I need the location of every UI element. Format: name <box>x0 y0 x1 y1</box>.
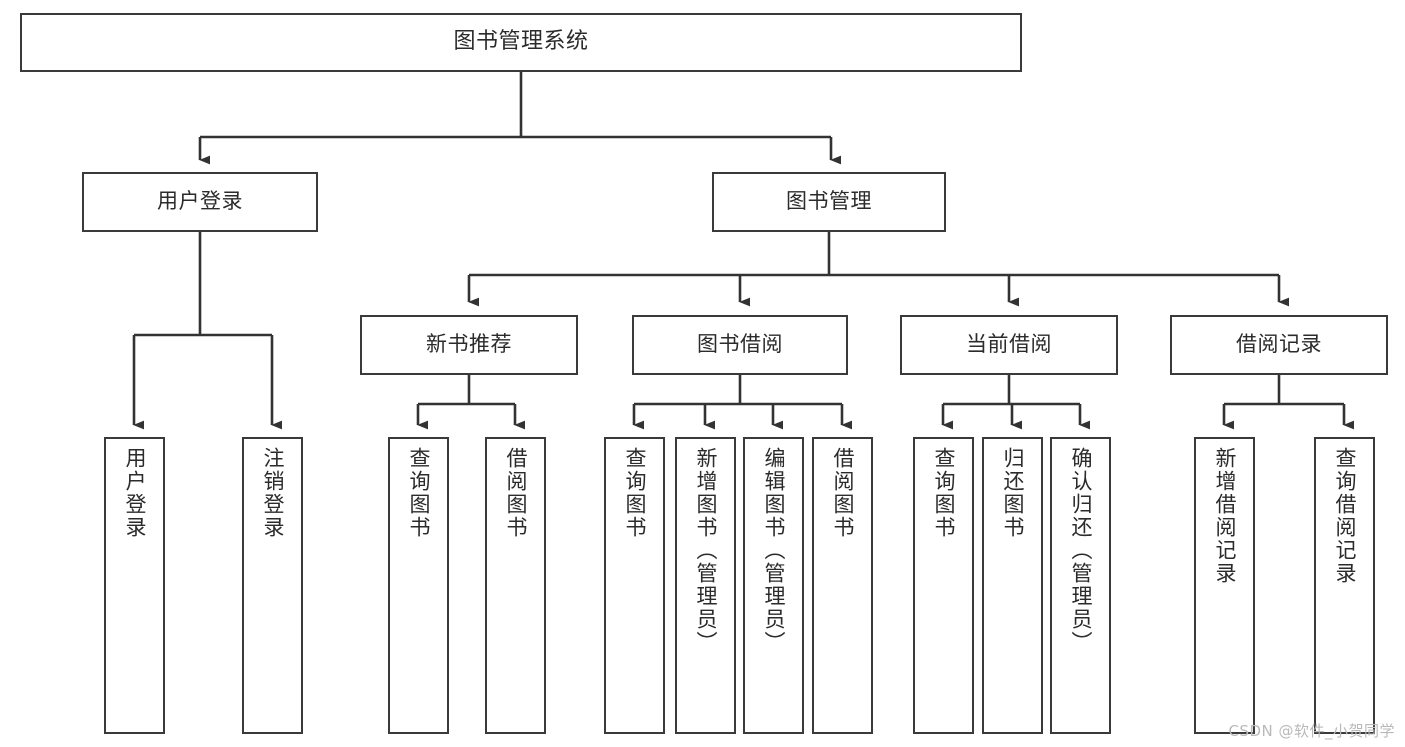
leaf-add-borrow-record[interactable]: 新增借阅记录 <box>1194 437 1255 734</box>
leaf-borrow-books-newbook[interactable]: 借阅图书 <box>485 437 546 734</box>
leaf-logout[interactable]: 注销登录 <box>242 437 303 734</box>
node-current-borrow-label: 当前借阅 <box>966 332 1052 357</box>
leaf-query-books-newbook-label: 查询图书 <box>407 447 431 539</box>
leaf-query-borrow-record[interactable]: 查询借阅记录 <box>1314 437 1375 734</box>
leaf-borrow-books-borrow[interactable]: 借阅图书 <box>812 437 873 734</box>
leaf-borrow-books-borrow-label: 借阅图书 <box>831 447 855 539</box>
node-book-borrow-label: 图书借阅 <box>697 332 783 357</box>
leaf-query-borrow-record-label: 查询借阅记录 <box>1333 447 1357 585</box>
node-current-borrow[interactable]: 当前借阅 <box>900 315 1118 375</box>
leaf-add-book-admin[interactable]: 新增图书（管理员） <box>675 437 736 734</box>
node-new-book-recommend-label: 新书推荐 <box>426 332 512 357</box>
leaf-confirm-return-admin[interactable]: 确认归还（管理员） <box>1050 437 1111 734</box>
node-book-borrow[interactable]: 图书借阅 <box>632 315 848 375</box>
leaf-edit-book-admin[interactable]: 编辑图书（管理员） <box>743 437 804 734</box>
leaf-confirm-return-admin-label: 确认归还（管理员） <box>1069 447 1093 654</box>
node-new-book-recommend[interactable]: 新书推荐 <box>360 315 578 375</box>
leaf-query-books-current[interactable]: 查询图书 <box>913 437 974 734</box>
node-borrow-records[interactable]: 借阅记录 <box>1170 315 1388 375</box>
leaf-query-books-newbook[interactable]: 查询图书 <box>388 437 449 734</box>
leaf-query-books-borrow[interactable]: 查询图书 <box>604 437 665 734</box>
leaf-return-books-label: 归还图书 <box>1001 447 1025 539</box>
leaf-borrow-books-newbook-label: 借阅图书 <box>504 447 528 539</box>
node-root[interactable]: 图书管理系统 <box>20 13 1022 72</box>
node-user-login[interactable]: 用户登录 <box>82 172 318 232</box>
node-book-management[interactable]: 图书管理 <box>712 172 946 232</box>
leaf-user-login[interactable]: 用户登录 <box>104 437 165 734</box>
node-borrow-records-label: 借阅记录 <box>1236 332 1322 357</box>
leaf-user-login-label: 用户登录 <box>123 447 147 539</box>
leaf-query-books-current-label: 查询图书 <box>932 447 956 539</box>
leaf-logout-label: 注销登录 <box>261 447 285 539</box>
node-root-label: 图书管理系统 <box>453 29 589 55</box>
node-book-management-label: 图书管理 <box>786 189 872 214</box>
leaf-query-books-borrow-label: 查询图书 <box>623 447 647 539</box>
leaf-edit-book-admin-label: 编辑图书（管理员） <box>762 447 786 654</box>
node-user-login-label: 用户登录 <box>157 189 243 214</box>
leaf-add-book-admin-label: 新增图书（管理员） <box>694 447 718 654</box>
leaf-add-borrow-record-label: 新增借阅记录 <box>1213 447 1237 585</box>
leaf-return-books[interactable]: 归还图书 <box>982 437 1043 734</box>
